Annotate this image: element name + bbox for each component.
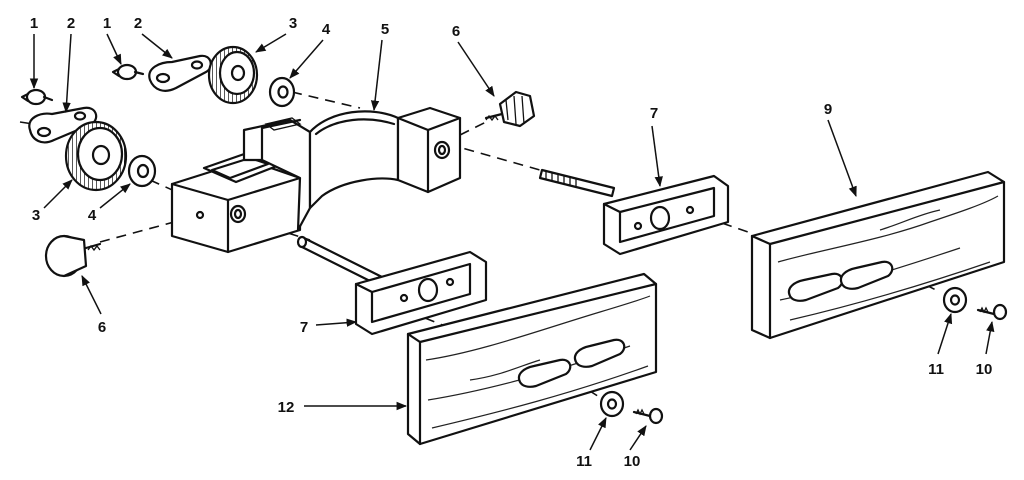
part-2-link-plate-left (28, 106, 98, 144)
callout-12: 12 (278, 399, 295, 416)
part-3-knurled-wheel-right (207, 45, 259, 105)
part-6-knob-right (484, 90, 536, 128)
callout-11-lower: 11 (576, 453, 592, 470)
part-6-knob-left (44, 234, 102, 278)
part-1-screw-left (20, 88, 54, 106)
callout-7-right: 7 (650, 105, 658, 122)
callout-4-left: 4 (88, 207, 97, 224)
part-7-clamp-plate-right (602, 174, 730, 256)
callout-11-right: 11 (928, 361, 944, 378)
callout-6-top: 6 (452, 23, 460, 40)
callout-2-right: 2 (134, 15, 142, 32)
callout-3-left: 3 (32, 207, 40, 224)
part-9-wooden-board (750, 170, 1006, 340)
callout-4-top: 4 (322, 21, 331, 38)
part-10-screw-right (976, 303, 1008, 321)
part-4-washer-right (268, 76, 296, 108)
callout-10-right: 10 (976, 361, 993, 378)
part-10-screw-lower (632, 407, 664, 425)
part-1-screw-right (111, 63, 145, 81)
callout-1-right: 1 (103, 15, 111, 32)
callout-7-left: 7 (300, 319, 308, 336)
part-11-washer-lower (599, 390, 625, 418)
callout-10-lower: 10 (624, 453, 641, 470)
leader-lines (29, 33, 995, 451)
part-3-knurled-wheel-left (64, 120, 128, 192)
part-7-threaded-rod-left (296, 235, 386, 288)
callout-2-left: 2 (67, 15, 75, 32)
callout-5: 5 (381, 21, 389, 38)
part-11-washer-right (942, 286, 968, 314)
callout-labels: 1 2 1 2 3 4 5 6 7 9 3 4 6 7 12 11 10 11 … (30, 15, 993, 470)
callout-9: 9 (824, 101, 832, 118)
part-7-threaded-rod-right (538, 168, 616, 198)
callout-6-left: 6 (98, 319, 106, 336)
callout-1-left: 1 (30, 15, 38, 32)
part-4-washer-left (127, 154, 157, 188)
callout-3-top: 3 (289, 15, 297, 32)
part-12-wooden-board (406, 272, 658, 446)
part-2-link-plate-right (148, 54, 212, 92)
part-5-housing (170, 106, 462, 254)
